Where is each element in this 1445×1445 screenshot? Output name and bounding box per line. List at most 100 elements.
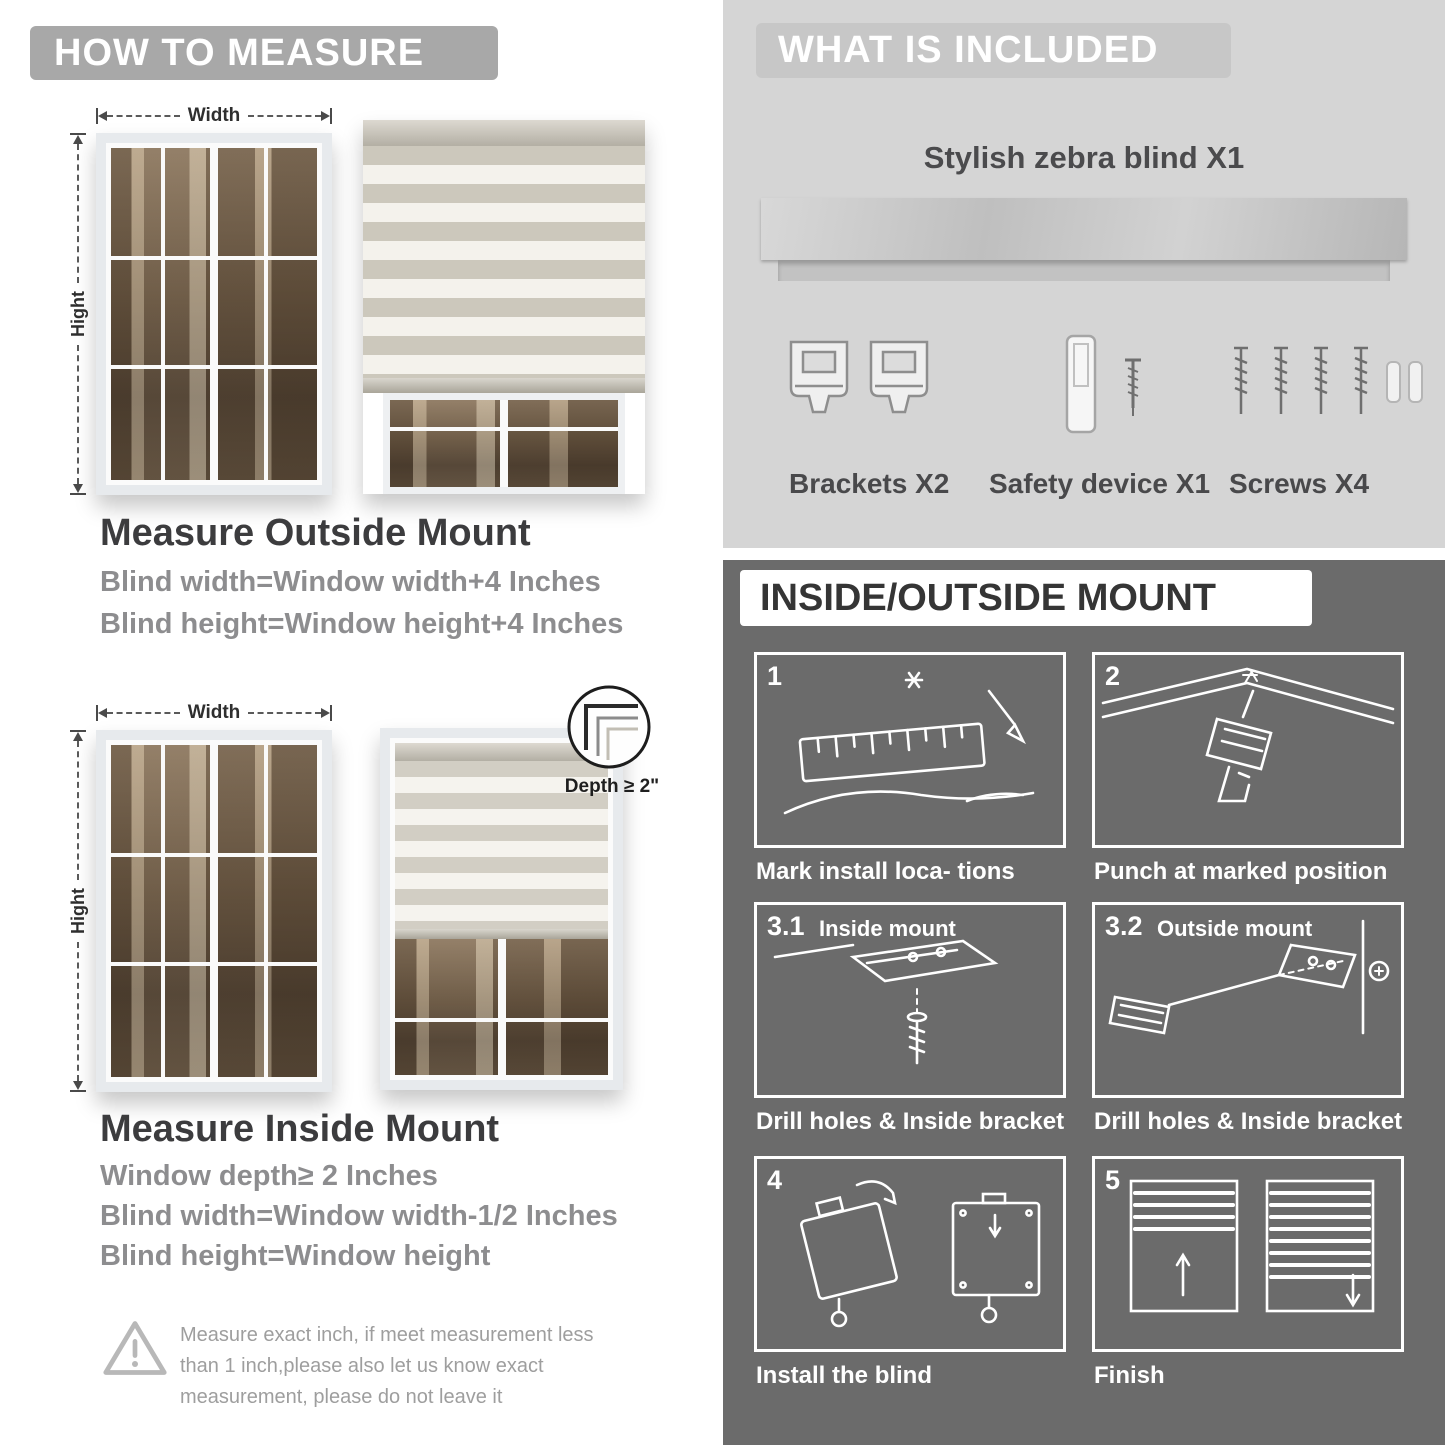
arrow-tick [70,493,86,496]
arrow-head-down-icon [73,1081,83,1091]
blind-bottomrail [363,378,645,393]
height-label: Hight [67,888,88,934]
height-arrow: Hight [67,133,88,496]
step-panel-2: 2 [1092,652,1404,848]
finish-illustration [1129,1179,1375,1313]
safety-device-label: Safety device X1 [989,468,1211,499]
depth-label: Depth ≥ 2" [564,776,660,797]
outside-bracket-illustration [1108,919,1390,1035]
how-to-measure-header: HOW TO MEASURE [30,26,498,80]
step-caption-4: Install the blind [756,1362,933,1389]
screws-icon [1219,340,1429,440]
blind-headrail [363,120,645,146]
magnifier-icon [567,685,651,769]
step-panel-3-2: 3.2 Outside mount [1092,902,1404,1098]
arrow-dash [248,115,321,117]
outside-mount-title: Measure Outside Mount [100,512,531,554]
window-illustration-inside [96,730,332,1092]
blind-bottomrail [395,929,608,939]
warning-triangle-icon [102,1316,168,1385]
window-below-blind [383,393,625,494]
window-muntin [111,365,317,370]
arrow-tick [330,705,332,721]
arrow-tick [70,133,86,135]
arrow-head-up-icon [73,135,83,144]
step-number: 5 [1105,1165,1121,1195]
inside-mount-content [395,743,608,1075]
zebra-stripes [363,146,645,378]
window-muntin [263,745,268,1077]
width-label: Width [187,105,241,126]
arrow-head-left-icon [98,708,107,718]
window-muntin [160,148,165,480]
inside-outside-mount-section: INSIDE/OUTSIDE MOUNT 1 Mark install loca… [723,560,1445,1445]
brackets-label: Brackets X2 [789,468,950,499]
width-arrow: Width [96,105,332,126]
step-caption-1: Mark install loca- tions [756,858,1015,885]
step-caption-5: Finish [1094,1362,1165,1389]
arrow-dash [248,712,321,714]
window-mullion [500,400,508,487]
window-mullion [210,148,218,480]
inside-bracket-illustration [773,939,999,1065]
window-mullion [210,745,218,1077]
arrow-dash [77,144,79,284]
arrow-tick [96,108,98,124]
step-number: 4 [767,1165,783,1195]
window-sash [390,738,613,1080]
install-blind-illustration [800,1180,1041,1328]
arrow-dash [107,712,180,714]
step-caption-3-1: Drill holes & Inside bracket [756,1108,1065,1135]
width-label: Width [187,702,241,723]
window-muntin [395,1017,608,1022]
zebra-blind-outside-mount-illustration [363,120,645,494]
what-is-included-section: WHAT IS INCLUDED Stylish zebra blind X1 [723,0,1445,548]
arrow-tick [70,730,86,732]
arrow-tick [96,705,98,721]
window-muntin [111,852,317,857]
step-panel-4: 4 [754,1156,1066,1352]
outside-mount-line2: Blind height=Window height+4 Inches [100,608,624,640]
step-panel-5: 5 [1092,1156,1404,1352]
arrow-head-right-icon [321,708,330,718]
inside-mount-line3: Blind height=Window height [100,1240,491,1272]
step-caption-2: Punch at marked position [1094,858,1388,885]
inside-mount-line1: Window depth≥ 2 Inches [100,1160,438,1192]
step-number: 2 [1105,661,1121,691]
arrow-dash [77,942,79,1082]
height-arrow: Hight [67,730,88,1093]
inside-mount-line2: Blind width=Window width-1/2 Inches [100,1200,618,1232]
step-caption-3-2: Drill holes & Inside bracket [1094,1108,1403,1135]
arrow-head-right-icon [321,111,330,121]
punch-hole-illustration [1101,667,1395,803]
product-name: Stylish zebra blind X1 [923,140,1245,175]
mount-header: INSIDE/OUTSIDE MOUNT [740,570,1312,626]
step-inner-label: Outside mount [1157,916,1313,941]
window-mullion [497,939,506,1075]
arrow-dash [77,741,79,881]
window-panes [395,939,608,1075]
step-panel-1: 1 [754,652,1066,848]
step-number: 3.1 [767,911,805,941]
blind-valance-illustration [778,260,1390,281]
blind-headrail [395,743,608,761]
window-muntin [263,148,268,480]
what-is-included-header: WHAT IS INCLUDED [756,23,1231,78]
measure-note: Measure exact inch, if meet measurement … [180,1324,594,1408]
arrow-tick [330,108,332,124]
arrow-head-up-icon [73,732,83,741]
window-muntin [111,962,317,967]
window-muntin [111,255,317,260]
blind-headrail-illustration [761,198,1407,260]
arrow-head-down-icon [73,484,83,494]
depth-magnifier [566,684,652,775]
brackets-icon [783,336,943,436]
arrow-dash [107,115,180,117]
zebra-stripes [395,761,608,929]
window-panes [111,148,317,480]
step-number: 3.2 [1105,911,1143,941]
width-arrow: Width [96,702,332,723]
window-sash [106,143,322,485]
height-label: Hight [67,291,88,337]
